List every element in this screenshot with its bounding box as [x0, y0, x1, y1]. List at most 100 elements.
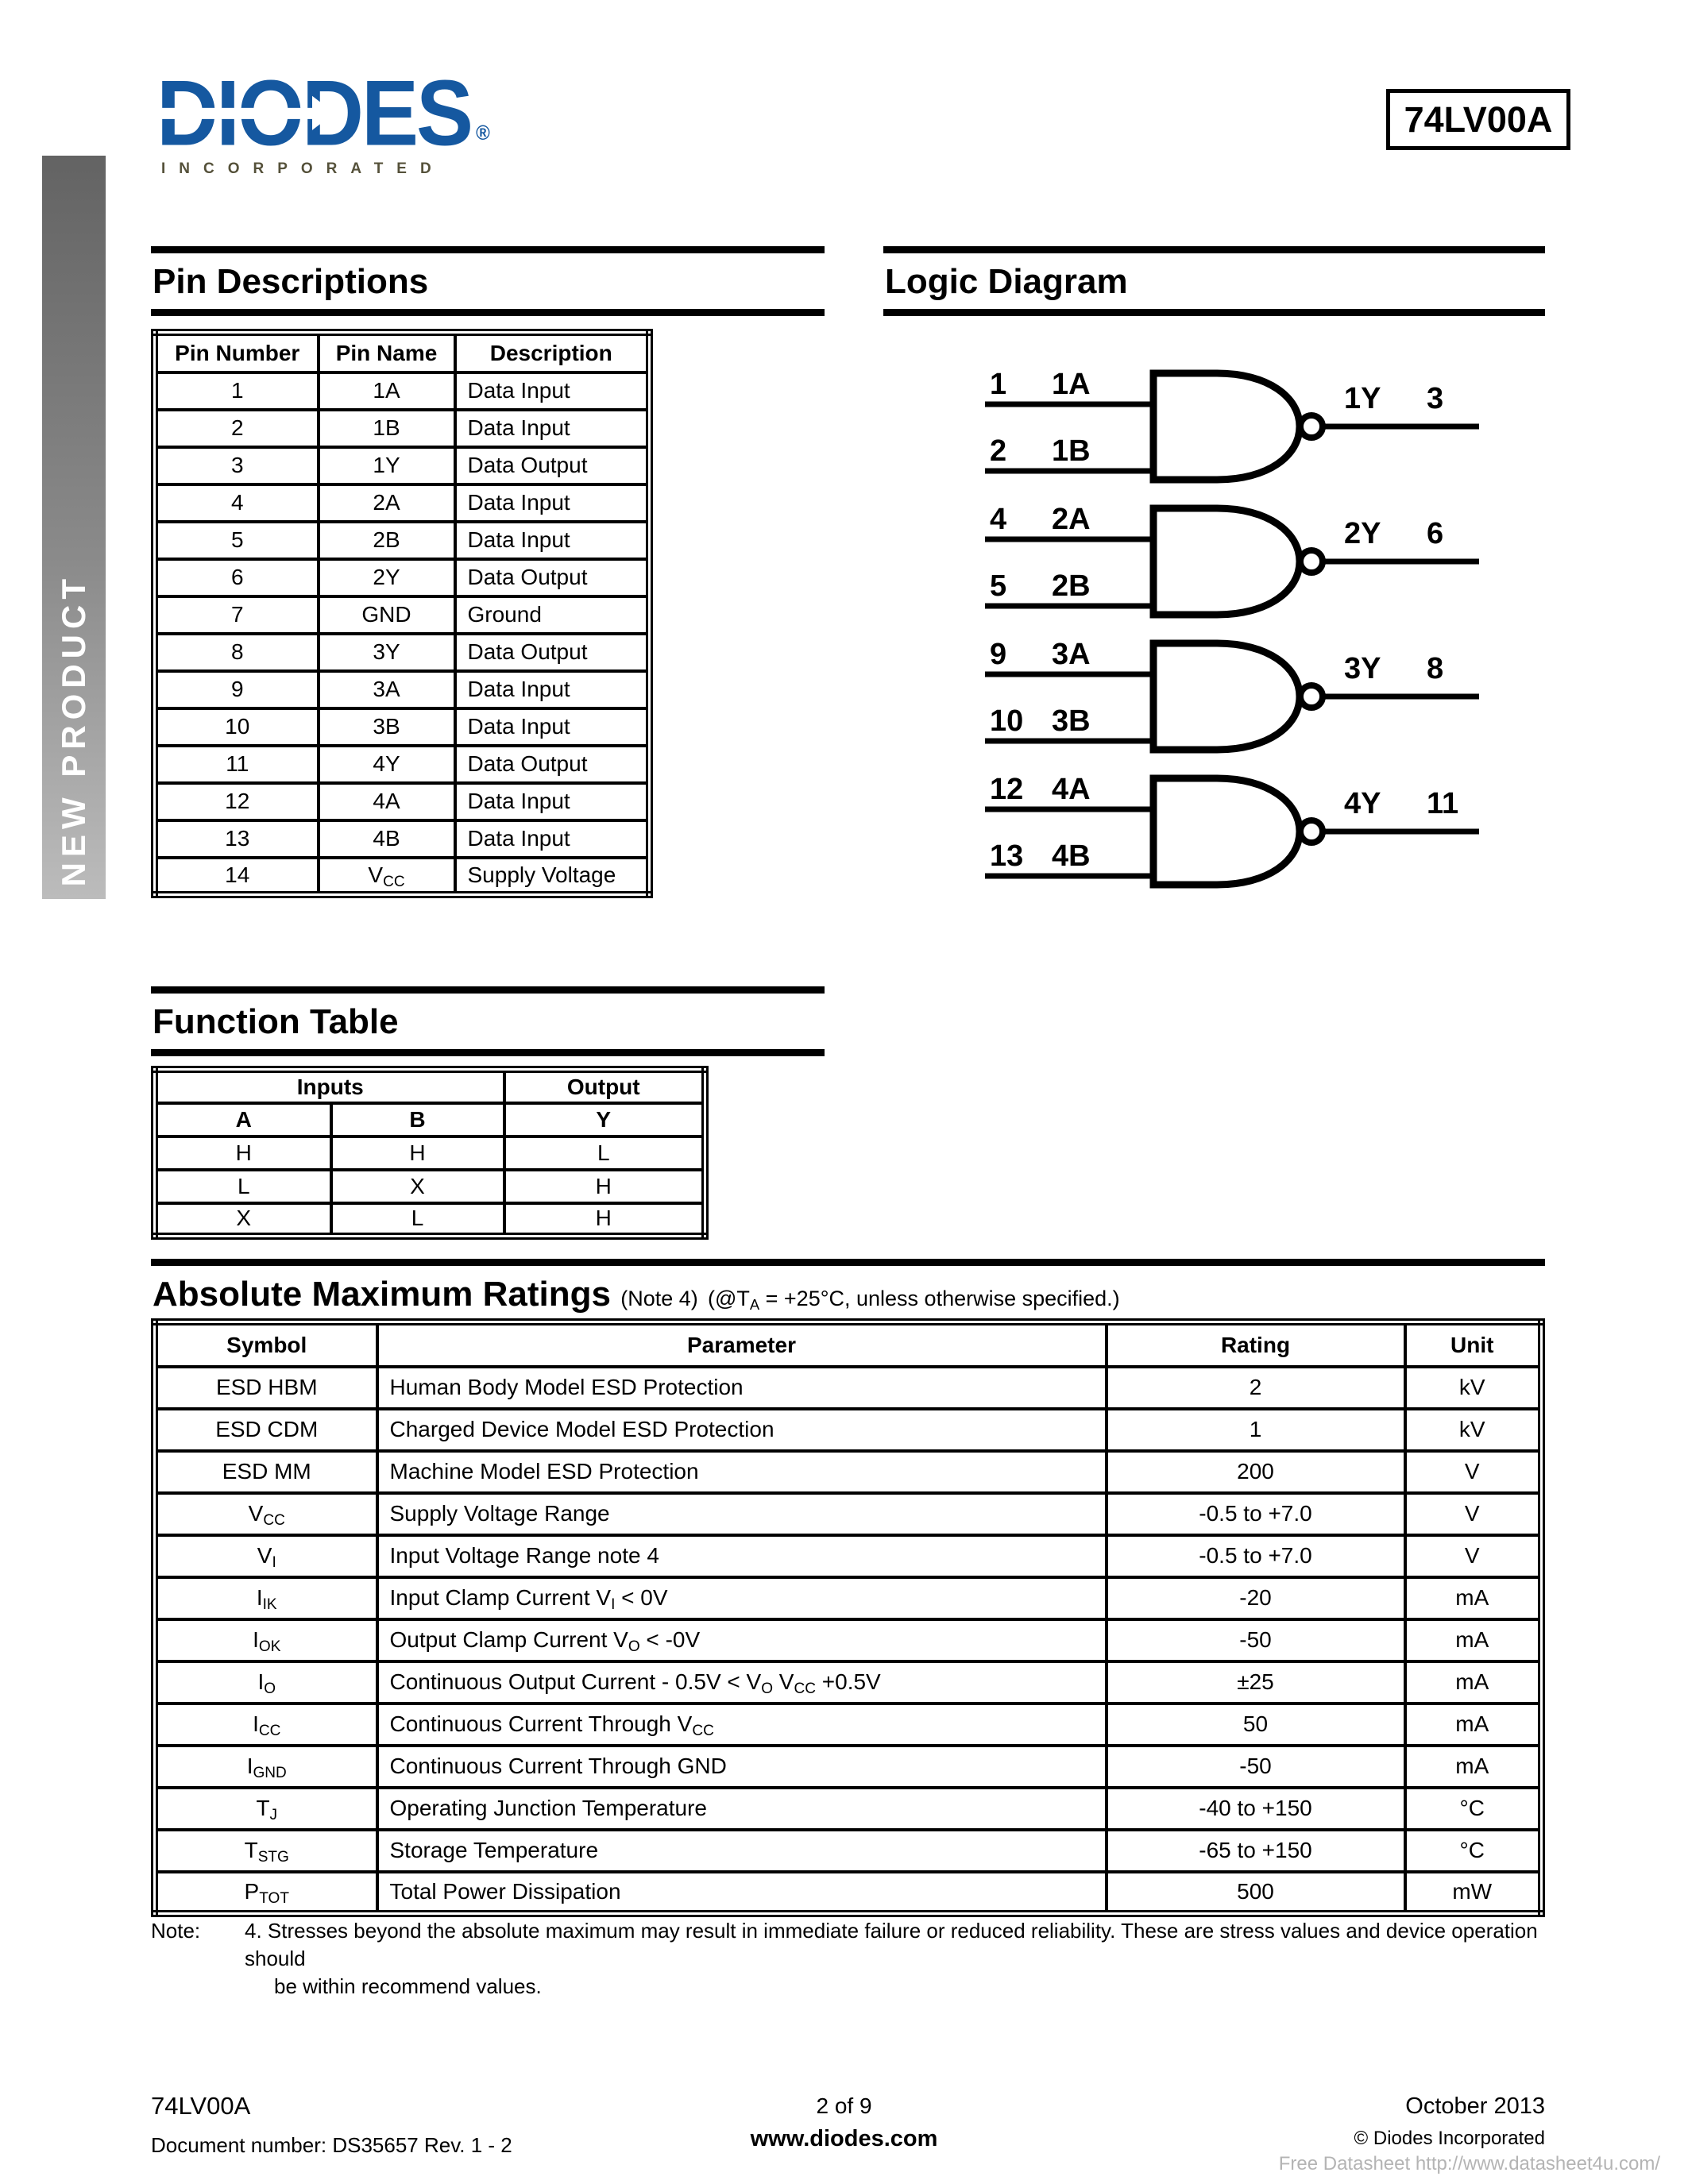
- section-rule-bottom: [151, 309, 825, 317]
- table-cell: mA: [1403, 1617, 1543, 1663]
- input1-pin-name: 4A: [1052, 773, 1091, 806]
- table-cell: -20: [1104, 1575, 1407, 1621]
- section-logic-diagram: Logic Diagram: [883, 246, 1545, 317]
- footer-right: October 2013 © Diodes Incorporated Free …: [1279, 2093, 1660, 2175]
- section-rule-bottom: [151, 1049, 825, 1057]
- table-cell: 11: [153, 743, 320, 785]
- nand-gate-body: [1149, 504, 1304, 619]
- table-cell: 1: [153, 370, 320, 411]
- table-cell: H: [502, 1201, 707, 1238]
- table-cell: Data Input: [453, 370, 651, 411]
- output-pin-name: 4Y: [1344, 787, 1381, 820]
- table-cell: 4B: [316, 818, 457, 859]
- footnote-label: Note:: [151, 1919, 201, 1943]
- table-cell: VI: [153, 1533, 379, 1579]
- table-cell: 12: [153, 781, 320, 822]
- table-cell: IIK: [153, 1575, 379, 1621]
- input2-pin-number: 5: [990, 569, 1006, 603]
- table-cell: mA: [1403, 1743, 1543, 1789]
- new-product-banner: NEW PRODUCT: [42, 156, 106, 899]
- nand-gate-body: [1149, 774, 1304, 889]
- table-cell: V: [1403, 1491, 1543, 1537]
- inverter-bubble: [1297, 817, 1326, 846]
- footnote-line2: be within recommend values.: [274, 1974, 542, 1999]
- table-cell: mW: [1403, 1870, 1543, 1916]
- section-rule-top: [151, 1259, 1545, 1266]
- table-cell: mA: [1403, 1701, 1543, 1747]
- table-cell: -0.5 to +7.0: [1104, 1533, 1407, 1579]
- table-cell: V: [1403, 1533, 1543, 1579]
- output-pin-name: 2Y: [1344, 517, 1381, 550]
- footnote: Note: 4. Stresses beyond the absolute ma…: [151, 1917, 1557, 2001]
- table-cell: VCC: [153, 1491, 379, 1537]
- table-cell: Storage Temperature: [375, 1827, 1108, 1873]
- input1-pin-number: 9: [990, 638, 1006, 671]
- section-title: Logic Diagram: [885, 262, 1128, 301]
- table-cell: Y: [502, 1101, 707, 1138]
- output-pin-name: 3Y: [1344, 652, 1381, 685]
- table-cell: X: [329, 1167, 506, 1205]
- footer-center: 2 of 9 www.diodes.com: [0, 2093, 1688, 2152]
- table-cell: 50: [1104, 1701, 1407, 1747]
- inverter-bubble: [1297, 412, 1326, 441]
- section-note-ref: (Note 4): [620, 1287, 698, 1310]
- table-cell: kV: [1403, 1406, 1543, 1453]
- footer-date: October 2013: [1405, 2093, 1545, 2119]
- input1-pin-name: 1A: [1052, 368, 1091, 401]
- section-title: Absolute Maximum Ratings (Note 4) (@TA =…: [151, 1266, 1545, 1322]
- table-cell: Rating: [1104, 1320, 1407, 1368]
- table-cell: Supply Voltage Range: [375, 1491, 1108, 1537]
- table-cell: ESD HBM: [153, 1364, 379, 1410]
- table-cell: 4: [153, 482, 320, 523]
- section-rule-top: [151, 986, 825, 994]
- table-cell: 3B: [316, 706, 457, 747]
- table-cell: 6: [153, 557, 320, 598]
- table-cell: ICC: [153, 1701, 379, 1747]
- table-cell: 7: [153, 594, 320, 635]
- section-rule-top: [883, 246, 1545, 253]
- table-cell: 3: [153, 445, 320, 486]
- output-pin-number: 11: [1427, 787, 1458, 820]
- table-cell: Operating Junction Temperature: [375, 1785, 1108, 1831]
- watermark-link[interactable]: Free Datasheet http://www.datasheet4u.co…: [1278, 2153, 1660, 2174]
- table-cell: IOK: [153, 1617, 379, 1663]
- output-pin-number: 3: [1427, 382, 1443, 415]
- table-cell: 1: [1104, 1406, 1407, 1453]
- inverter-bubble: [1297, 547, 1326, 576]
- diodes-logo: DIODES® INCORPORATED: [156, 66, 490, 178]
- section-title: Pin Descriptions: [153, 262, 429, 301]
- table-cell: 2A: [316, 482, 457, 523]
- footer-website-link[interactable]: www.diodes.com: [750, 2126, 938, 2151]
- table-cell: Continuous Current Through GND: [375, 1743, 1108, 1789]
- table-cell: Continuous Current Through VCC: [375, 1701, 1108, 1747]
- input2-pin-name: 3B: [1052, 704, 1091, 738]
- table-cell: Machine Model ESD Protection: [375, 1449, 1108, 1495]
- table-cell: Unit: [1403, 1320, 1543, 1368]
- table-cell: Input Clamp Current VI < 0V: [375, 1575, 1108, 1621]
- logo-brand-text: DIODES®: [156, 66, 490, 160]
- table-cell: 14: [153, 855, 320, 897]
- table-cell: 1Y: [316, 445, 457, 486]
- table-cell: 1B: [316, 407, 457, 449]
- table-cell: Human Body Model ESD Protection: [375, 1364, 1108, 1410]
- table-cell: 2: [153, 407, 320, 449]
- footer-copyright: © Diodes Incorporated: [1354, 2128, 1545, 2149]
